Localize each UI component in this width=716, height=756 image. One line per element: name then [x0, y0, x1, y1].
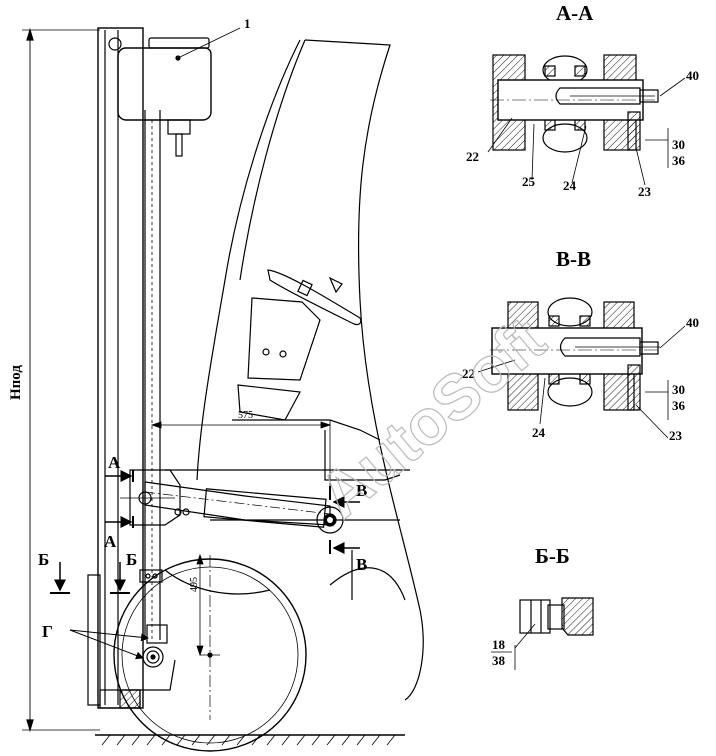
part-1-housing	[117, 27, 241, 157]
callout-vv-30: 30	[672, 382, 685, 397]
cut-label-v-bottom: В	[356, 555, 367, 574]
callout-part-1: 1	[244, 16, 251, 31]
main-view	[22, 27, 424, 752]
mast	[87, 27, 161, 709]
dim-label-575: 575	[238, 410, 253, 421]
callout-bb-18: 18	[492, 637, 506, 652]
dim-495	[196, 553, 204, 657]
section-title-bb: Б-Б	[535, 544, 570, 568]
section-aa-leaders	[487, 77, 686, 186]
callout-aa-25: 25	[522, 174, 536, 189]
callout-aa-22: 22	[466, 149, 479, 164]
cut-label-a-bottom: А	[104, 532, 117, 551]
section-bb-drawing	[514, 597, 594, 670]
cut-label-g: Г	[42, 622, 53, 641]
callout-vv-36: 36	[672, 398, 686, 413]
section-vv-leaders	[477, 325, 686, 439]
cut-label-b-right: Б	[126, 550, 137, 569]
callout-aa-23: 23	[638, 184, 652, 199]
callout-vv-22: 22	[462, 366, 475, 381]
section-title-aa: А-А	[556, 1, 594, 25]
callout-vv-23: 23	[669, 428, 683, 443]
section-title-vv: В-В	[556, 247, 591, 271]
g-bolt-assembly	[125, 624, 176, 691]
dim-label-height: Нпод	[8, 365, 24, 400]
cut-label-b-left: Б	[38, 550, 49, 569]
tilt-cylinder	[144, 481, 344, 534]
callout-vv-24: 24	[532, 425, 546, 440]
callout-bb-38: 38	[492, 653, 506, 668]
section-aa-drawing	[490, 54, 669, 168]
section-vv-drawing	[490, 297, 669, 420]
callout-aa-30: 30	[672, 137, 685, 152]
dim-575	[150, 420, 332, 500]
callout-aa-36: 36	[672, 153, 686, 168]
watermark-text: AutoSoft	[305, 303, 558, 532]
cut-mark-a	[105, 470, 134, 528]
ground-line	[95, 734, 405, 746]
cab-frame	[165, 39, 424, 701]
dim-label-495: 495	[189, 577, 200, 592]
cut-mark-g-leaders	[69, 629, 149, 660]
cut-label-v-top: В	[356, 481, 367, 500]
callout-aa-24: 24	[563, 178, 577, 193]
cut-mark-b	[50, 562, 130, 594]
callout-aa-40: 40	[686, 68, 699, 83]
steering-assembly	[237, 269, 362, 421]
wheel	[113, 555, 307, 752]
cut-label-a-top: А	[108, 453, 121, 472]
height-dimension	[22, 27, 100, 733]
cut-mark-v	[329, 486, 360, 554]
callout-vv-40: 40	[686, 315, 699, 330]
